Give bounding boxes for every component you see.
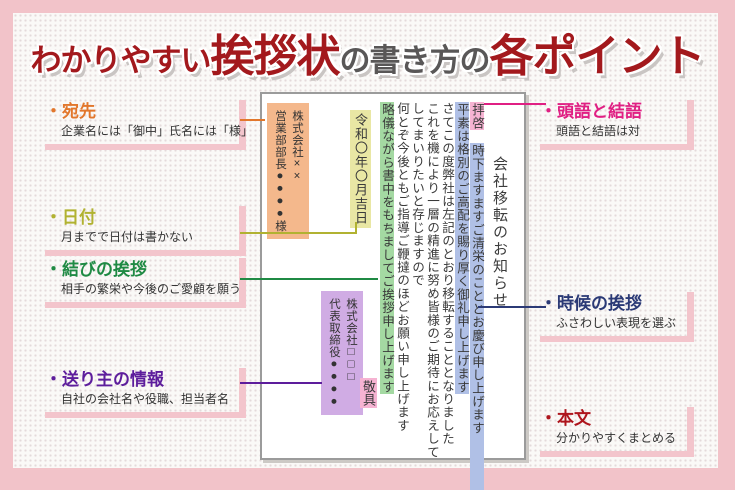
letter-line: 何とぞ今後ともご指導ご鞭撻のほどお願い申し上げます <box>395 102 409 432</box>
seasonal-greeting-highlight: 平素は格別のご高配を賜り厚く御礼申し上げます <box>455 102 469 395</box>
note-seasonal-greeting: ・時候の挨拶 ふさわしい表現を選ぶ <box>540 292 694 342</box>
note-title: 日付 <box>62 208 96 227</box>
bullet-icon: ・ <box>45 208 62 227</box>
connector-line-seasonal <box>478 306 546 308</box>
note-subtitle: 頭語と結語は対 <box>556 124 641 138</box>
note-subtitle: 月までで日付は書かない <box>61 230 194 244</box>
title-seg-3: の書き方の <box>339 43 491 78</box>
letter-line: 略儀ながら書中をもちましてご挨拶申し上げます <box>379 102 394 452</box>
note-subtitle: 自社の会社名や役職、担当者名 <box>61 392 230 406</box>
letter-line: 平素は格別のご高配を賜り厚く御礼申し上げます <box>454 102 469 452</box>
note-subtitle: ふさわしい表現を選ぶ <box>556 316 677 330</box>
bullet-icon: ・ <box>540 294 557 313</box>
bullet-icon: ・ <box>45 102 62 121</box>
bullet-icon: ・ <box>540 409 557 428</box>
note-subtitle: 相手の繁栄や今後のご愛顧を願う <box>61 282 242 296</box>
bullet-icon: ・ <box>540 102 557 121</box>
closing-greeting-highlight: 略儀ながら書中をもちましてご挨拶申し上げます <box>380 102 394 395</box>
title-seg-1: わかりやすい <box>30 43 212 78</box>
connector-line-addressee <box>240 119 265 121</box>
connector-line-opening-word <box>484 103 546 105</box>
note-addressee: ・宛先 企業名には「御中」氏名には「様」 <box>45 100 254 150</box>
connector-line-date-h <box>240 232 357 234</box>
letter-sender: 株式会社□□□ 代表取締役●●●● <box>321 291 363 415</box>
sender-person: 代表取締役●●●● <box>328 298 340 408</box>
letter-addressee: 株式会社×× 営業部部長●●●●様 <box>267 103 309 239</box>
bullet-icon: ・ <box>45 260 62 279</box>
note-title: 本文 <box>557 409 591 428</box>
note-closing-greeting: ・結びの挨拶 相手の繁栄や今後のご愛顧を願う <box>45 258 246 308</box>
note-title: 送り主の情報 <box>62 370 164 389</box>
note-subtitle: 分かりやすくまとめる <box>556 431 677 445</box>
note-opening-closing-words: ・頭語と結語 頭語と結語は対 <box>540 100 694 150</box>
note-main-text: ・本文 分かりやすくまとめる <box>540 407 694 457</box>
letter-body: 拝啓時下ますますご清栄のこととお慶び申し上げます 平素は格別のご高配を賜り厚く御… <box>379 102 484 490</box>
note-sender-info: ・送り主の情報 自社の会社名や役職、担当者名 <box>45 368 246 418</box>
opening-word-highlight: 拝啓 <box>470 102 484 131</box>
letter-line: 拝啓時下ますますご清栄のこととお慶び申し上げます <box>469 102 484 490</box>
letter-date: 令和〇年〇月吉日 <box>350 110 371 228</box>
page-title: わかりやすい挨拶状の書き方の各ポイント <box>0 20 735 84</box>
letter-closing-word: 敬具 <box>360 378 377 408</box>
addressee-company: 株式会社×× <box>291 110 303 183</box>
connector-line-sender <box>240 382 322 384</box>
letter-line: さてこの度弊社は左記のとおり移転することとなりました <box>440 102 454 446</box>
title-seg-2: 挨拶状 <box>210 32 341 81</box>
sender-company: 株式会社□□□ <box>345 298 357 384</box>
letter-line: してまいりたいと存じますので <box>410 102 424 287</box>
note-title: 宛先 <box>62 102 96 121</box>
bullet-icon: ・ <box>45 370 62 389</box>
note-date: ・日付 月までで日付は書かない <box>45 206 246 256</box>
note-subtitle: 企業名には「御中」氏名には「様」 <box>61 124 254 138</box>
title-seg-4: 各ポイント <box>489 32 706 81</box>
letter-doc-title: 会社移転のお知らせ <box>491 156 508 309</box>
note-title: 時候の挨拶 <box>557 294 642 313</box>
connector-line-date-v <box>355 222 357 234</box>
seasonal-greeting-highlight: 時下ますますご清栄のこととお慶び申し上げます <box>470 143 484 490</box>
note-title: 頭語と結語 <box>557 102 642 121</box>
note-title: 結びの挨拶 <box>62 260 147 279</box>
addressee-person: 営業部部長●●●●様 <box>274 110 286 232</box>
letter-line: これを機により一層の精進に努め皆様のご期待にお応えして <box>425 102 439 459</box>
letter-paper: 会社移転のお知らせ 拝啓時下ますますご清栄のこととお慶び申し上げます 平素は格別… <box>260 92 526 490</box>
connector-line-closing-greeting <box>240 278 378 280</box>
